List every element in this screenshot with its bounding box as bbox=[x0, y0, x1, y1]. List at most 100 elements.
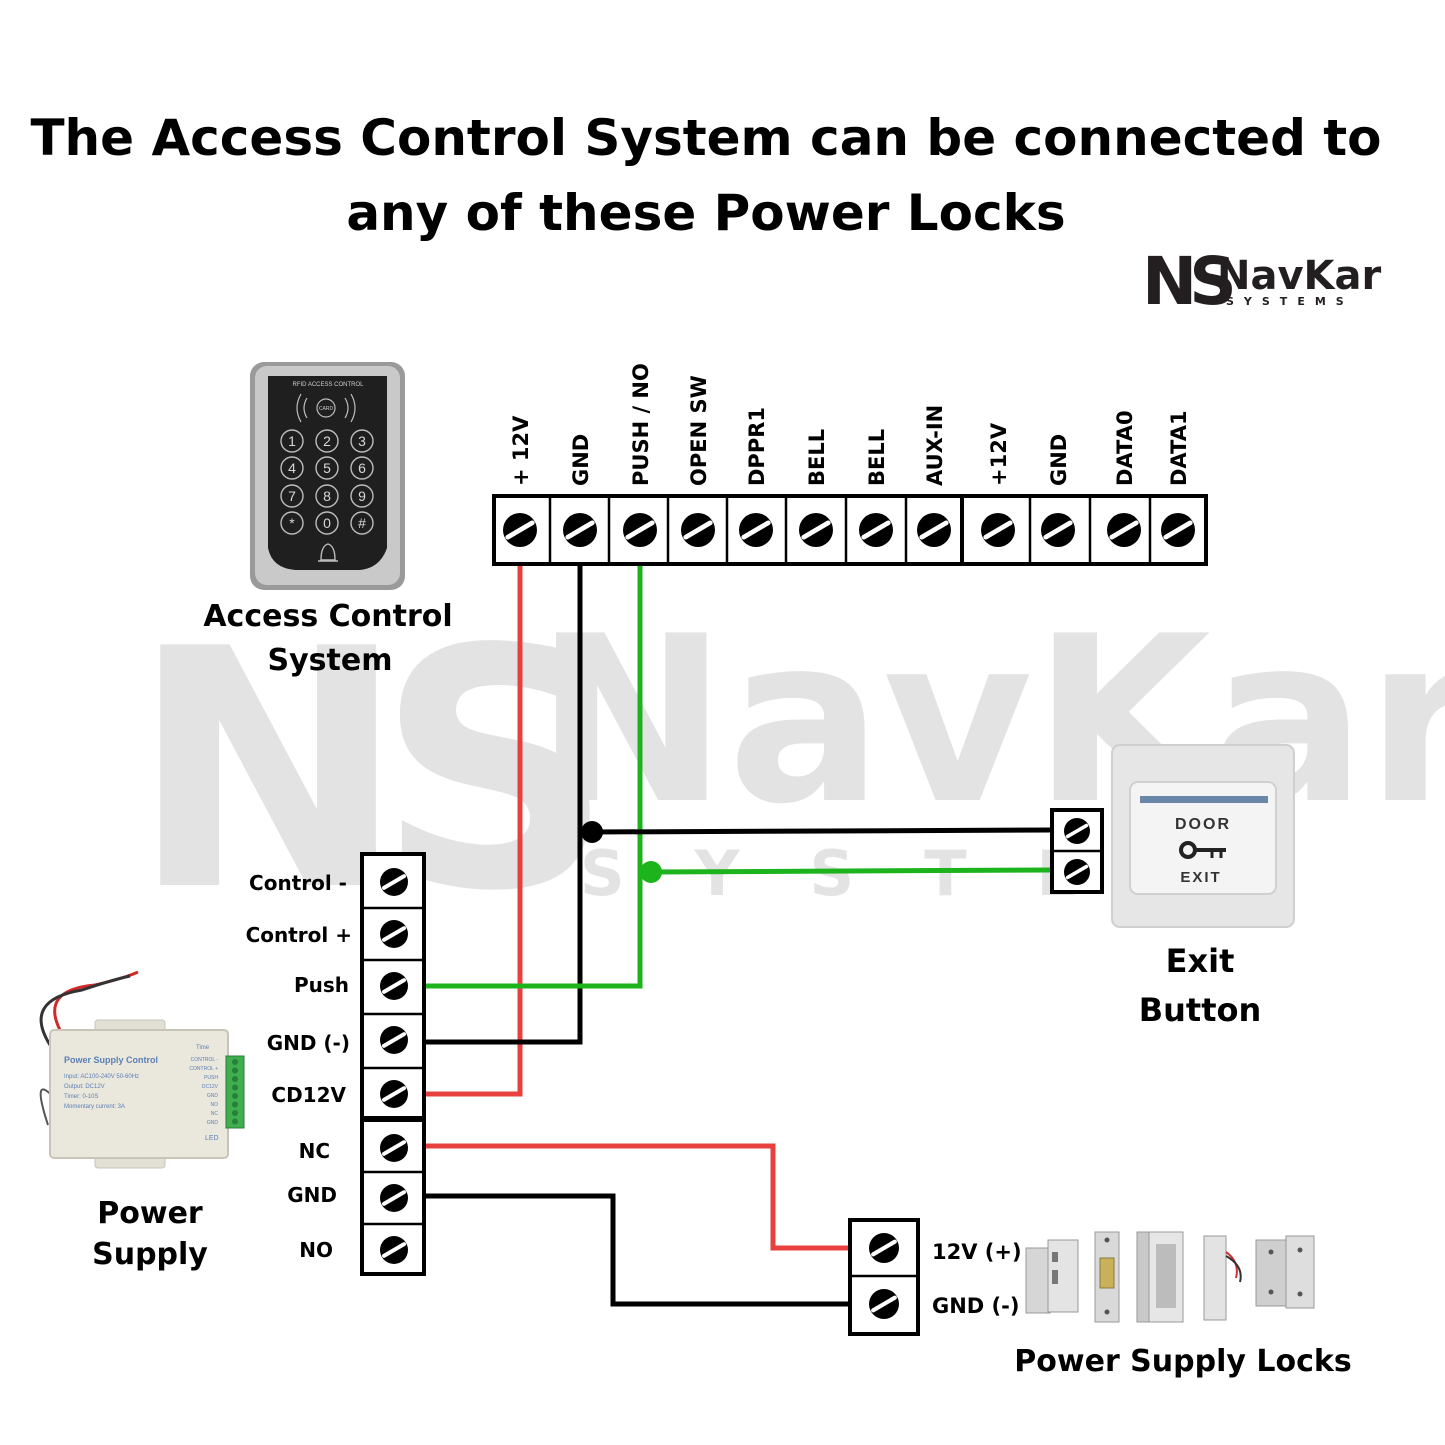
lock-5 bbox=[1255, 1235, 1315, 1309]
keypad-key-label: 2 bbox=[323, 433, 331, 449]
keypad-key-7[interactable] bbox=[280, 484, 304, 508]
ps-device-spec: Output: DC12V bbox=[64, 1084, 105, 1090]
keypad-key-5[interactable] bbox=[315, 456, 339, 480]
top-terminal-label: DATA0 bbox=[1113, 410, 1137, 486]
top-terminal-label: PUSH / NO bbox=[629, 363, 653, 486]
ps-device-screw-icon bbox=[232, 1076, 238, 1082]
keypad-key-label: 1 bbox=[288, 433, 296, 449]
wire-green-exit bbox=[649, 867, 1053, 875]
exit-terminal-block bbox=[1050, 808, 1104, 894]
keypad-key-4[interactable] bbox=[280, 456, 304, 480]
keypad-key-12[interactable] bbox=[350, 511, 374, 535]
keypad-key-label: 6 bbox=[358, 460, 366, 476]
wire-black-gnd-lock bbox=[425, 1193, 850, 1307]
ps-terminal-label: GND (-) bbox=[267, 1031, 350, 1055]
keypad-key-label: 5 bbox=[323, 460, 331, 476]
top-terminal-label: DPPR1 bbox=[745, 407, 769, 486]
ps-terminal-label: CD12V bbox=[271, 1083, 346, 1107]
ps-device-terminal-label: GND bbox=[207, 1093, 219, 1099]
ps-terminal-label: Control - bbox=[249, 871, 347, 895]
ps-device-terminal-label: CONTROL - bbox=[191, 1057, 219, 1063]
bell-icon bbox=[318, 543, 338, 562]
top-terminal-label: GND bbox=[569, 434, 593, 486]
ps-device-terminal-label: GND bbox=[207, 1120, 219, 1126]
lock-terminal-label-gnd: GND (-) bbox=[932, 1294, 1019, 1318]
lock-1 bbox=[1025, 1239, 1079, 1314]
keypad-device: RFID ACCESS CONTROL CARD 1 2 3 4 5 6 7 8 9 * 0 # bbox=[250, 362, 405, 590]
keypad-key-label: 9 bbox=[358, 488, 366, 504]
keypad-key-label: 7 bbox=[288, 488, 296, 504]
ps-device-title: Power Supply Control bbox=[64, 1055, 158, 1065]
keypad-key-3[interactable] bbox=[350, 429, 374, 453]
key-icon bbox=[1179, 841, 1226, 859]
ps-device-screw-icon bbox=[232, 1084, 238, 1091]
top-terminal-label: GND bbox=[1047, 434, 1071, 486]
keypad-header: RFID ACCESS CONTROL bbox=[292, 382, 364, 388]
ps-terminal-label: Control + bbox=[246, 923, 352, 947]
junction-black bbox=[581, 821, 603, 843]
title-line-2: any of these Power Locks bbox=[346, 184, 1065, 242]
keypad-key-8[interactable] bbox=[315, 484, 339, 508]
ps-device-screw-icon bbox=[232, 1118, 238, 1125]
top-terminal-label: OPEN SW bbox=[687, 375, 711, 486]
top-terminal-label: AUX-IN bbox=[923, 405, 947, 486]
top-terminal-label: BELL bbox=[805, 429, 829, 486]
lock-3 bbox=[1136, 1231, 1184, 1323]
power-supply-label-2: Supply bbox=[92, 1237, 208, 1272]
keypad-key-label: 0 bbox=[323, 515, 331, 531]
exit-button-label-1: Exit bbox=[1166, 942, 1235, 980]
keypad-key-label: # bbox=[358, 515, 366, 531]
watermark-name: NavKar bbox=[535, 588, 1445, 855]
keypad-key-label: * bbox=[289, 515, 295, 531]
top-terminal-label: BELL bbox=[865, 429, 889, 486]
ps-device-spec: Momentary current: 3A bbox=[64, 1104, 125, 1110]
ps-terminal-label: NO bbox=[299, 1238, 333, 1262]
keypad-key-label: 4 bbox=[288, 460, 296, 476]
keypad-key-label: 8 bbox=[323, 488, 331, 504]
ps-device-terminal-label: PUSH bbox=[204, 1075, 218, 1081]
ps-device-terminal-label: NC bbox=[211, 1111, 219, 1117]
lock-2 bbox=[1094, 1231, 1120, 1323]
ps-device-led: LED bbox=[205, 1135, 219, 1142]
ps-device-terminal-label: DC12V bbox=[202, 1084, 219, 1090]
wire-red-nc-lock bbox=[425, 1143, 850, 1251]
top-terminal-block: + 12V GND PUSH / NO OPEN SW DPPR1 BELL BELL AUX… bbox=[492, 363, 1208, 566]
exit-button-door-text: DOOR bbox=[1175, 816, 1231, 833]
keypad-key-10[interactable] bbox=[280, 511, 304, 535]
lock-terminal-block bbox=[848, 1218, 920, 1336]
rfid-icon bbox=[316, 398, 336, 418]
keypad-card-label: CARD bbox=[319, 406, 334, 412]
ps-terminal-label: Push bbox=[294, 973, 349, 997]
power-supply-label-1: Power bbox=[97, 1196, 203, 1231]
top-terminal-label: +12V bbox=[987, 422, 1011, 486]
ps-device-spec: Timer: 0-10S bbox=[64, 1094, 98, 1100]
ps-device-green-screws bbox=[232, 1059, 238, 1125]
ps-device-terminal-label: NO bbox=[211, 1102, 219, 1108]
ps-device-screw-icon bbox=[232, 1067, 238, 1074]
wire-red-12v bbox=[425, 565, 523, 1097]
exit-button-device[interactable]: DOOR EXIT bbox=[1111, 744, 1295, 928]
keypad-keys: 1 2 3 4 5 6 7 8 9 * 0 # bbox=[280, 429, 374, 535]
keypad-key-9[interactable] bbox=[350, 484, 374, 508]
ps-device-screw-icon bbox=[232, 1110, 238, 1116]
keypad-key-6[interactable] bbox=[350, 456, 374, 480]
ps-terminal-label: GND bbox=[287, 1183, 337, 1207]
ps-terminal-label: NC bbox=[299, 1139, 330, 1163]
access-control-label-2: System bbox=[268, 643, 393, 678]
keypad-key-11[interactable] bbox=[315, 511, 339, 535]
keypad-key-2[interactable] bbox=[315, 429, 339, 453]
top-terminal-label: + 12V bbox=[509, 415, 533, 486]
ps-device-spec: Input: AC100-240V 50-60Hz bbox=[64, 1074, 139, 1080]
exit-button-label-2: Button bbox=[1139, 991, 1262, 1029]
power-supply-device: Power Supply Control Time Input: AC100-2… bbox=[39, 970, 245, 1169]
exit-button-exit-text: EXIT bbox=[1180, 869, 1221, 886]
watermark: NS NavKar SYSTEM bbox=[130, 579, 1445, 963]
brand-logo: NS NavKar SYSTEMS bbox=[1142, 243, 1382, 320]
lock-4 bbox=[1203, 1235, 1242, 1321]
keypad-key-label: 3 bbox=[358, 433, 366, 449]
access-control-label-1: Access Control bbox=[203, 599, 452, 634]
keypad-key-1[interactable] bbox=[280, 429, 304, 453]
